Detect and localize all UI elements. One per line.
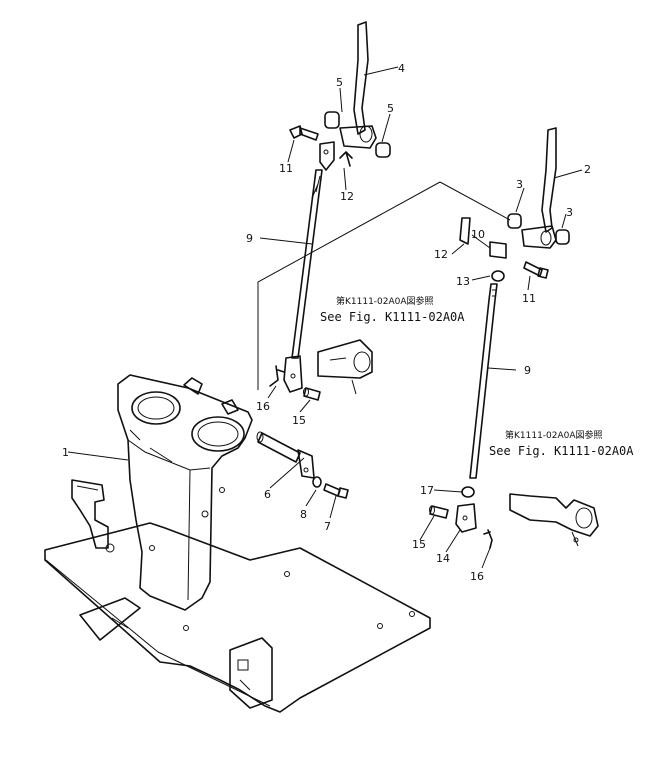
part-3-bushing-a: [507, 213, 522, 229]
callout-labels: 1 4 5 5 11 12 9 2 3 3 12 10 13 11 9 16 1…: [62, 62, 591, 583]
part-3-bushing-b: [555, 229, 570, 245]
callout-12b: 12: [434, 248, 448, 261]
leader-lines: [67, 66, 583, 569]
callout-13: 13: [456, 275, 470, 288]
callout-17: 17: [420, 484, 434, 497]
callout-9a: 9: [246, 232, 253, 245]
reference-lower-en: See Fig. K1111-02A0A: [489, 444, 634, 458]
reference-lower-jp: 第K1111-02A0A図参照: [505, 429, 603, 441]
part-6-pin: [256, 431, 315, 479]
part-13-nut: [491, 270, 505, 282]
part-12-pin-upper: [339, 151, 353, 167]
bracket-reference-upper: [317, 339, 373, 395]
part-2-lever: [521, 127, 557, 249]
callout-6: 6: [264, 488, 271, 501]
callout-9b: 9: [524, 364, 531, 377]
callout-8: 8: [300, 508, 307, 521]
callout-12a: 12: [340, 190, 354, 203]
part-7-bolt: [323, 483, 349, 499]
clevis-upper: [319, 141, 335, 171]
part-17-nut: [461, 486, 475, 498]
callout-1: 1: [62, 446, 69, 459]
part-9-rod-left: [283, 169, 323, 393]
part-5-bushing-b: [375, 142, 391, 158]
part-5-bushing-a: [324, 111, 340, 129]
callout-16b: 16: [470, 570, 484, 583]
part-16-pin-right: [483, 529, 493, 549]
callout-10: 10: [471, 228, 485, 241]
part-10-clevis: [489, 241, 507, 259]
part-11-bolt-right: [523, 261, 549, 279]
part-4-lever: [339, 21, 377, 149]
floor-plate: [44, 522, 431, 713]
part-11-bolt-upper: [289, 125, 319, 141]
callout-11b: 11: [522, 292, 536, 305]
callout-5a: 5: [336, 76, 343, 89]
part-14-clevis: [455, 503, 477, 533]
callout-3a: 3: [516, 178, 523, 191]
part-8-washer: [312, 476, 322, 488]
part-15-pin-left: [303, 387, 321, 401]
callout-2: 2: [584, 163, 591, 176]
callout-15a: 15: [292, 414, 306, 427]
callout-11a: 11: [279, 162, 293, 175]
part-12-pin-right: [459, 217, 471, 245]
part-15-pin-right: [429, 505, 449, 519]
callout-5b: 5: [387, 102, 394, 115]
pedal-bracket: [71, 479, 109, 549]
part-16-pin-left: [269, 365, 285, 387]
reference-labels: 第K1111-02A0A図参照 See Fig. K1111-02A0A 第K1…: [320, 295, 634, 458]
callout-16a: 16: [256, 400, 270, 413]
leader-cross: [257, 181, 511, 390]
callout-7: 7: [324, 520, 331, 533]
part-9-rod-right: [469, 283, 498, 479]
callout-4: 4: [398, 62, 405, 75]
reference-upper-jp: 第K1111-02A0A図参照: [336, 295, 434, 307]
bracket-reference-lower: [509, 493, 599, 547]
reference-upper-en: See Fig. K1111-02A0A: [320, 310, 465, 324]
callout-14: 14: [436, 552, 450, 565]
part-1-column: [117, 374, 253, 611]
callout-3b: 3: [566, 206, 573, 219]
callout-15b: 15: [412, 538, 426, 551]
